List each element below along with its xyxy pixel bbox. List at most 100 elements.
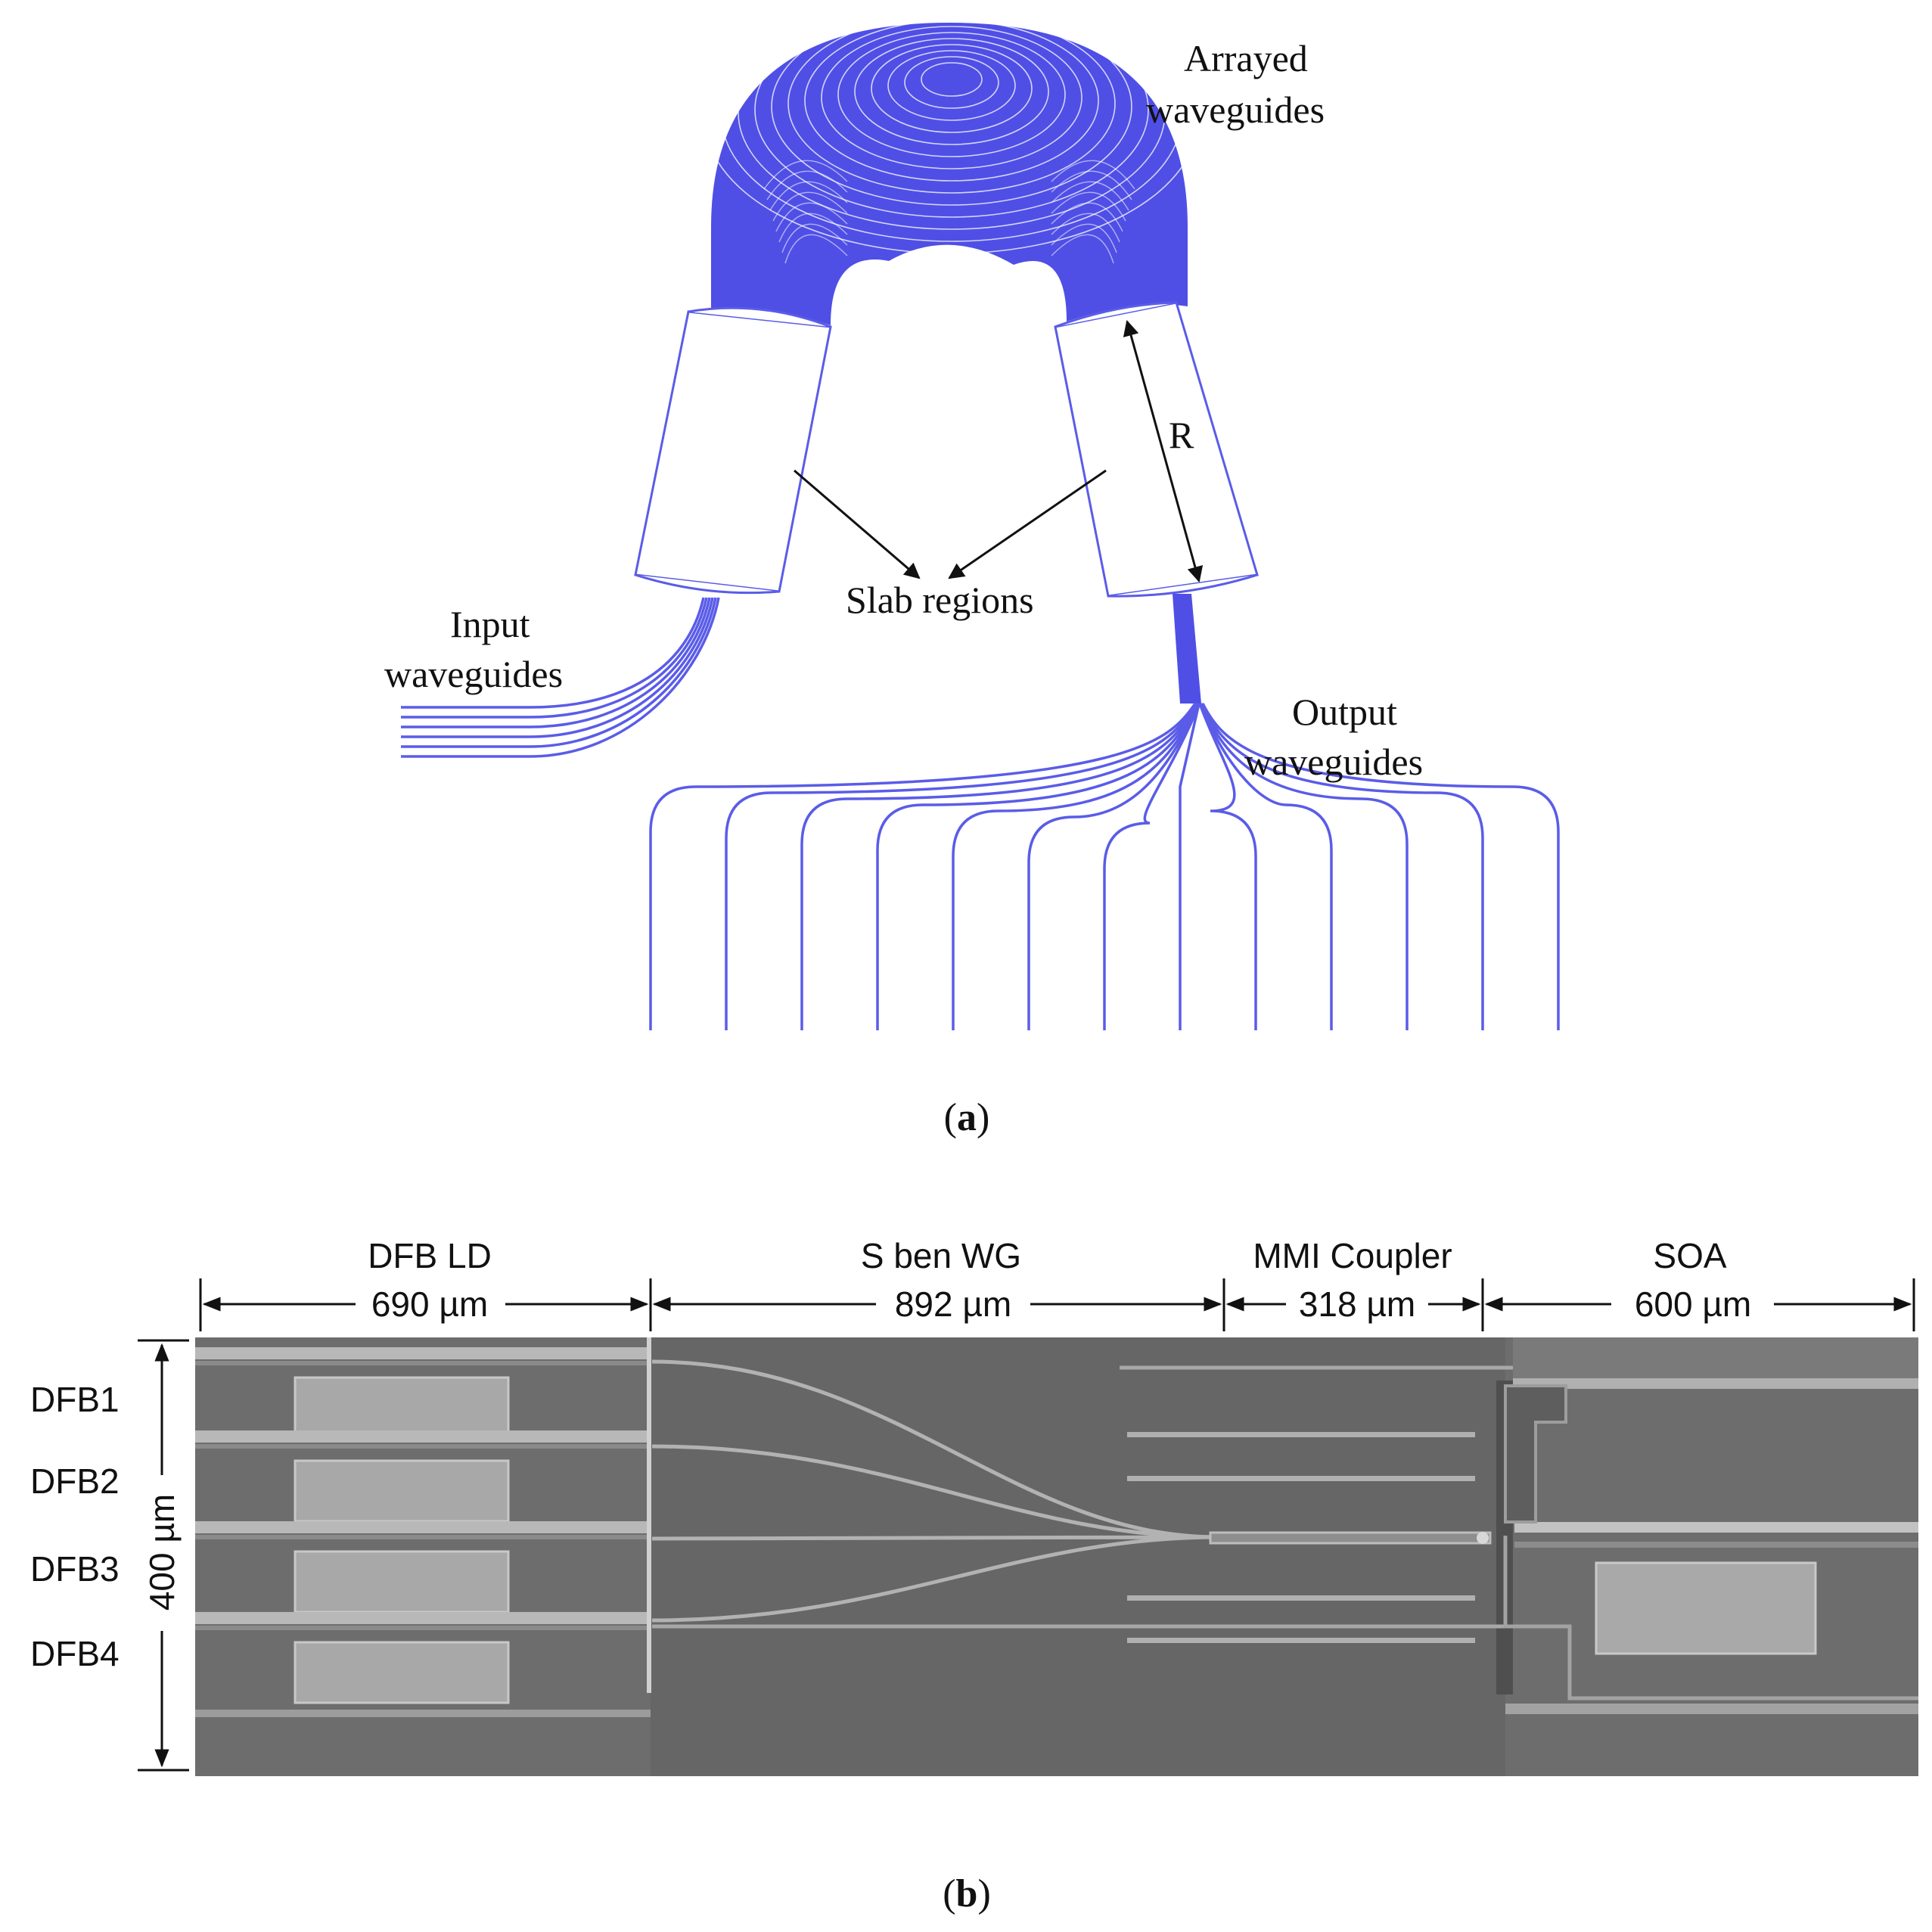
arch-line xyxy=(784,234,848,264)
dfb-bottom-line xyxy=(195,1710,651,1717)
section-title-s-bend: S ben WG xyxy=(861,1236,1021,1275)
arch-line xyxy=(1051,170,1132,200)
input-waveguide xyxy=(401,597,705,709)
slab-region-left xyxy=(634,306,832,595)
output-waveguide xyxy=(1201,703,1484,1030)
dfb-ridge xyxy=(195,1361,651,1365)
output-waveguide xyxy=(1198,703,1257,1030)
section-title-soa: SOA xyxy=(1653,1236,1726,1275)
input-label-line2: waveguides xyxy=(384,653,563,695)
caption-a: (a) xyxy=(944,1096,990,1139)
arch-line xyxy=(769,181,848,211)
output-waveguide xyxy=(876,703,1199,1030)
slab-region-right xyxy=(1054,301,1259,598)
arch-line xyxy=(1051,160,1135,190)
dfb-electrode-line xyxy=(195,1347,651,1359)
s-bend-waveguide xyxy=(651,1535,1219,1623)
arch-line xyxy=(787,14,1116,194)
slab-label: Slab regions xyxy=(846,579,1034,621)
input-waveguide xyxy=(401,597,720,758)
output-waveguide xyxy=(1200,703,1409,1030)
arch-line xyxy=(738,0,1166,230)
output-waveguide xyxy=(1103,703,1201,1030)
slab-arrow-left xyxy=(794,469,921,579)
section-boundary xyxy=(647,1337,651,1693)
arch-line xyxy=(854,38,1049,145)
arch-line xyxy=(1051,223,1117,253)
dfb-pad xyxy=(294,1550,510,1614)
output-label-line2: waveguides xyxy=(1244,741,1423,783)
arch-line xyxy=(887,50,1016,121)
output-waveguide xyxy=(649,702,1197,1030)
dfb-ridge xyxy=(195,1535,651,1539)
section-title-mmi: MMI Coupler xyxy=(1253,1236,1452,1275)
s-bend-waveguide xyxy=(651,1444,1219,1539)
arch-line xyxy=(754,2,1149,218)
arrayed-waveguides xyxy=(704,0,1199,325)
arch-line xyxy=(704,0,1199,254)
mmi-line xyxy=(1127,1432,1475,1437)
dfb-ridge xyxy=(195,1444,651,1449)
arch-line xyxy=(1051,202,1123,232)
mmi-line xyxy=(1127,1638,1475,1643)
arch-line xyxy=(1051,213,1120,243)
arch-line xyxy=(763,160,848,190)
arch-line xyxy=(721,0,1182,242)
slab-arrow-right xyxy=(948,469,1107,579)
output-waveguide xyxy=(1199,703,1333,1030)
dfb-pad xyxy=(294,1376,510,1440)
output-label-line1: Output xyxy=(1292,691,1397,733)
panel-b: DFB LD S ben WG MMI Coupler SOA 690 µm 8… xyxy=(30,1236,1918,1915)
arch-line xyxy=(821,26,1082,169)
radius-label: R xyxy=(1169,414,1194,456)
radius-arrow xyxy=(1123,319,1204,583)
input-waveguide xyxy=(401,597,708,719)
input-label-line1: Input xyxy=(450,603,530,645)
arch-line xyxy=(904,56,999,109)
output-waveguide xyxy=(1027,703,1201,1030)
output-waveguide xyxy=(1201,703,1560,1030)
dfb-electrode-line xyxy=(195,1612,651,1624)
mmi-output-dot xyxy=(1477,1532,1489,1544)
output-waveguides xyxy=(649,594,1560,1030)
s-bend-waveguide xyxy=(651,1535,1219,1541)
output-waveguide xyxy=(952,703,1200,1030)
arch-line xyxy=(778,213,848,243)
soa-region xyxy=(1503,1337,1918,1714)
arrayed-label-line1: Arrayed xyxy=(1184,37,1308,79)
mmi-line xyxy=(1127,1595,1475,1601)
mmi-line xyxy=(1127,1476,1475,1481)
dfb-ridge xyxy=(195,1626,651,1630)
arch-body xyxy=(711,23,1188,325)
dfb-pad xyxy=(294,1459,510,1523)
mmi-coupler xyxy=(1127,1432,1492,1643)
arch-line xyxy=(1051,234,1114,264)
arch-line xyxy=(781,223,848,253)
caption-b: (b) xyxy=(943,1872,991,1915)
arch-line xyxy=(775,202,848,232)
dfb-pad xyxy=(294,1641,510,1704)
arch-line xyxy=(871,44,1033,133)
length-dfb-ld: 690 µm xyxy=(371,1284,488,1324)
arch-line xyxy=(837,32,1066,157)
arch-line xyxy=(921,62,983,97)
laser-label-dfb2: DFB2 xyxy=(30,1461,120,1501)
arch-line xyxy=(766,170,848,200)
length-mmi: 318 µm xyxy=(1299,1284,1415,1324)
laser-label-dfb1: DFB1 xyxy=(30,1380,120,1419)
output-waveguide xyxy=(800,703,1198,1030)
output-waveguide xyxy=(1179,703,1201,1030)
input-waveguide xyxy=(401,597,711,728)
height-label: 400 µm xyxy=(142,1494,182,1611)
s-bend-waveguides xyxy=(651,1359,1513,1629)
arch-line xyxy=(772,191,848,222)
arch-line xyxy=(771,8,1132,206)
dimension-ticks xyxy=(199,1278,1915,1331)
chip-micrograph xyxy=(195,1337,1918,1776)
arch-line xyxy=(1051,181,1129,211)
dfb-electrode-line xyxy=(195,1521,651,1533)
output-waveguide xyxy=(725,703,1197,1030)
arrayed-label-line2: waveguides xyxy=(1146,89,1325,131)
input-waveguide xyxy=(401,597,714,738)
